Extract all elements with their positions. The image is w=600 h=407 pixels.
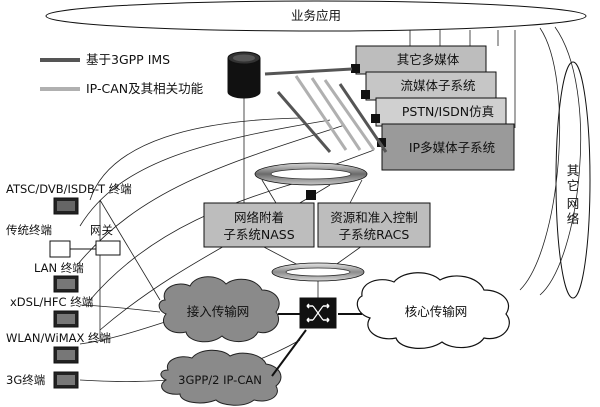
lower-ring [271,262,365,282]
legend-ipcan-label: IP-CAN及其相关功能 [86,81,204,96]
subsystem-box-ip-multimedia [381,123,515,171]
terminal-label-xdsl: xDSL/HFC 终端 [10,295,93,309]
service-application-label: 业务应用 [291,8,341,23]
subsystem-box-pstn-emulation [375,97,507,127]
terminal-label-wlan: WLAN/WiMAX 终端 [6,331,111,345]
access-network-cloud: 接入传输网 [158,276,280,343]
terminal-label-legacy: 传统终端 [6,223,52,237]
racs-line-1: 资源和准入控制 [330,210,418,225]
service-application-bar: 业务应用 [45,0,587,32]
subsystem-label-streaming: 流媒体子系统 [400,78,475,93]
database-icon [227,51,261,99]
access-network-label: 接入传输网 [187,304,250,319]
ims-subsystem-stack: 其它多媒体 流媒体子系统 PSTN/ISDN仿真 IP多媒体子系统 [351,45,515,171]
nass-box [203,202,315,248]
control-subsystems: 网络附着 子系统NASS 资源和准入控制 子系统RACS [203,202,431,248]
other-networks: 其 它 网 络 [555,61,591,299]
other-networks-char-2: 它 [567,178,580,193]
core-network-cloud: 核心传输网 [356,272,510,349]
nass-line-2: 子系统NASS [223,227,294,242]
nass-line-1: 网络附着 [234,210,284,225]
subsystem-label-ip-multimedia: IP多媒体子系统 [409,140,495,155]
upper-ring [254,162,368,200]
ims-links [264,67,388,153]
terminal-icon-legacy [49,240,71,258]
router-icon [299,297,337,329]
terminal-label-3g: 3G终端 [6,373,45,387]
legend-ims-label: 基于3GPP IMS [86,52,170,67]
network-links [271,313,362,377]
subsystem-label-pstn-emulation: PSTN/ISDN仿真 [402,104,494,119]
gateway-icon [95,240,121,256]
subsystem-label-other-multimedia: 其它多媒体 [397,52,460,67]
racs-line-2: 子系统RACS [339,227,410,242]
subsystem-box-other-multimedia [355,45,487,75]
other-networks-char-1: 其 [567,163,580,178]
terminal-label-gateway: 网关 [90,223,113,237]
core-network-label: 核心传输网 [405,304,468,319]
ipcan-label: 3GPP/2 IP-CAN [178,373,262,387]
ipcan-cloud: 3GPP/2 IP-CAN [160,349,282,406]
terminal-label-atsc: ATSC/DVB/ISDB-T 终端 [6,182,132,196]
racs-box [317,202,431,248]
terminal-label-lan: LAN 终端 [34,261,84,275]
other-networks-char-3: 网 [567,196,580,211]
legend: 基于3GPP IMS IP-CAN及其相关功能 [40,52,204,96]
terminals: ATSC/DVB/ISDB-T 终端 传统终端 网关 LAN 终端 xDSL/H… [6,182,132,389]
